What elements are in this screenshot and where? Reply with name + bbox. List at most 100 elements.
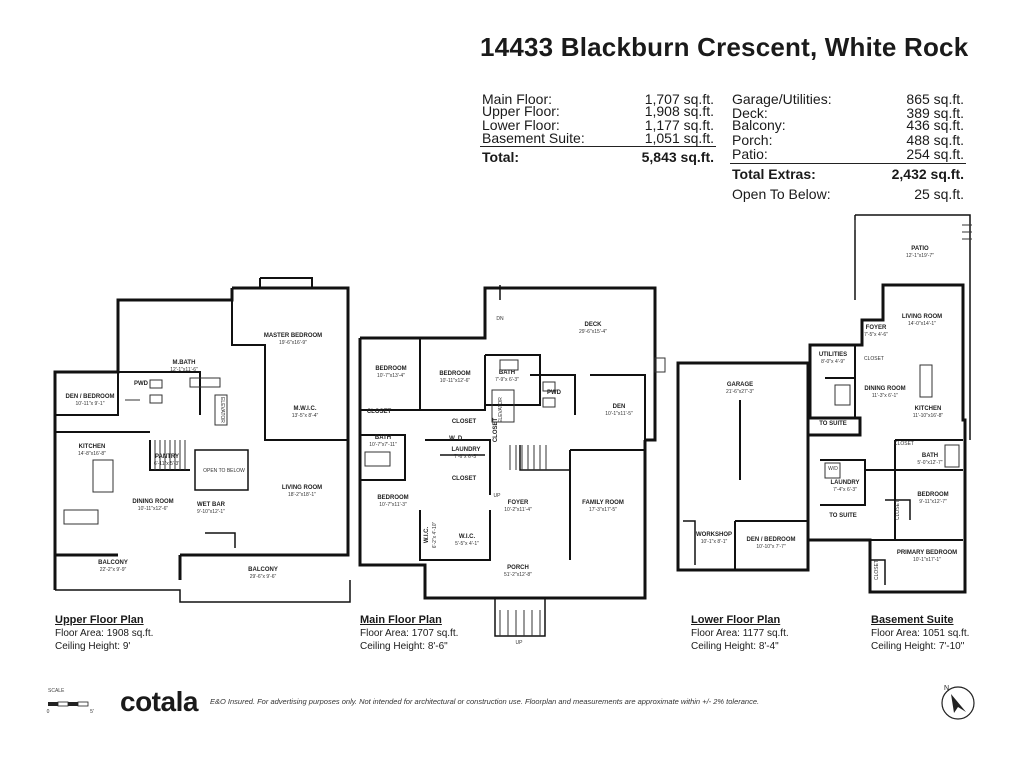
disclaimer-text: E&O Insured. For advertising purposes on… — [210, 697, 760, 706]
plan-area: Floor Area: 1707 sq.ft. — [360, 628, 459, 639]
area-label: Basement Suite: — [482, 130, 585, 146]
area-label: Balcony: — [732, 117, 786, 133]
area-value: 1,707 sq.ft. — [644, 91, 714, 107]
room-name: UP — [494, 493, 502, 499]
room-dim: 11'-3"x 6'-1" — [872, 393, 898, 399]
room-dim: 5'-0"x12'-7" — [917, 460, 942, 466]
upper-room-labels: MASTER BEDROOM 19'-6"x16'-9" M.BATH 12'-… — [65, 333, 322, 580]
plan-caption-main: Main Floor Plan Floor Area: 1707 sq.ft. … — [360, 614, 458, 653]
room-name: BATH — [499, 370, 515, 376]
room-name: DINING ROOM — [864, 386, 905, 392]
plan-title: Main Floor Plan — [360, 614, 442, 626]
room-name: BEDROOM — [375, 366, 406, 372]
room-name: D — [458, 436, 463, 442]
room-name: DINING ROOM — [132, 499, 173, 505]
total-label: Total: — [482, 149, 520, 165]
plan-ceiling: Ceiling Height: 8'-6" — [360, 641, 448, 652]
room-name: M.BATH — [173, 360, 196, 366]
room-dim: 12'-1"x11'-6" — [170, 367, 198, 373]
room-dim: 9'-11"x12'-7" — [919, 499, 947, 505]
open-below-label: Open To Below: — [732, 186, 831, 202]
lower-room-labels: GARAGE 21'-6"x27'-3" WORKSHOP 10'-1"x 8'… — [696, 382, 796, 550]
room-name: DEN / BEDROOM — [746, 537, 795, 543]
fixture-lines — [63, 220, 972, 636]
room-dim: 11'-10"x16'-8" — [913, 413, 944, 419]
room-dim: 6'-11"x 5'-3" — [154, 461, 180, 467]
room-dim: 10'-1"x11'-5" — [605, 411, 633, 417]
room-dim: 13'-5"x 8'-4" — [292, 413, 319, 419]
total-divider — [480, 146, 716, 147]
room-name: LIVING ROOM — [902, 314, 942, 320]
area-label: Garage/Utilities: — [732, 91, 832, 107]
plan-caption-upper: Upper Floor Plan Floor Area: 1908 sq.ft.… — [55, 614, 153, 653]
room-dim: 14'-0"x14'-1" — [908, 321, 936, 327]
room-dim: 21'-6"x27'-3" — [726, 389, 754, 395]
room-dim: 19'-6"x16'-9" — [279, 340, 307, 346]
room-dim: 17'-3"x17'-5" — [589, 507, 617, 513]
room-name: LAUNDRY — [451, 447, 480, 453]
room-name: FOYER — [866, 325, 887, 331]
total-divider — [730, 163, 966, 164]
room-name: BEDROOM — [439, 371, 470, 377]
area-value: 254 sq.ft. — [906, 146, 964, 162]
scale-tick: 0 — [47, 709, 50, 715]
page-title: 14433 Blackburn Crescent, White Rock — [480, 32, 969, 62]
room-dim: 7'-5"x 4'-6" — [864, 332, 888, 338]
total-label: Total Extras: — [732, 166, 816, 182]
room-name: BATH — [375, 435, 391, 441]
room-name: M.W.I.C. — [294, 406, 317, 412]
plan-caption-basement: Basement Suite Floor Area: 1051 sq.ft. C… — [871, 614, 969, 653]
area-value: 1,177 sq.ft. — [644, 117, 714, 133]
room-dim: 10'-7"x13'-4" — [377, 373, 405, 379]
room-dim: 10'-2"x11'-4" — [504, 507, 532, 513]
room-name: CLOSET — [367, 409, 392, 415]
room-name: W.I.C. — [424, 527, 430, 544]
room-name: ELEVATOR — [219, 397, 225, 423]
plan-area: Floor Area: 1908 sq.ft. — [55, 628, 154, 639]
room-name: UTILITIES — [819, 352, 847, 358]
room-dim: 9'-10"x12'-1" — [197, 509, 225, 515]
room-name: CLOSET — [452, 476, 477, 482]
room-dim: 7'-6"x 6'-5" — [454, 454, 478, 460]
room-dim: 18'-2"x18'-1" — [288, 492, 316, 498]
plan-title: Basement Suite — [871, 614, 954, 626]
room-name: ELEVATOR — [498, 397, 504, 423]
room-dim: 10'-7"x7'-11" — [369, 442, 397, 448]
north-label: N — [944, 685, 949, 692]
room-name: BALCONY — [98, 560, 128, 566]
plan-area: Floor Area: 1177 sq.ft. — [691, 628, 789, 639]
open-below-value: 25 sq.ft. — [914, 186, 964, 202]
scale-bar-icon: 0 5' — [47, 701, 94, 715]
area-table-extras: Garage/Utilities: 865 sq.ft. Deck: 389 s… — [730, 90, 966, 205]
area-label: Porch: — [732, 132, 773, 148]
room-name: FAMILY ROOM — [582, 500, 624, 506]
room-name: PORCH — [507, 565, 529, 571]
room-name: LAUNDRY — [830, 480, 859, 486]
total-value: 5,843 sq.ft. — [641, 149, 714, 165]
room-name: GARAGE — [727, 382, 753, 388]
scale-label: SCALE — [48, 688, 65, 694]
plan-title: Upper Floor Plan — [55, 614, 144, 626]
area-value: 389 sq.ft. — [906, 105, 964, 121]
area-value: 488 sq.ft. — [906, 132, 964, 148]
room-name: PWD — [547, 390, 562, 396]
room-name: CLOSET — [894, 441, 914, 447]
room-dim: 12'-1"x19'-7" — [906, 253, 934, 259]
room-name: CLOSET — [452, 419, 477, 425]
room-name: DEN / BEDROOM — [65, 394, 114, 400]
basement-room-labels: PATIO 12'-1"x19'-7" FOYER 7'-5"x 4'-6" L… — [819, 246, 957, 580]
room-dim: 10'-1"x17'-1" — [913, 557, 941, 563]
plan-title: Lower Floor Plan — [691, 614, 781, 626]
plan-area: Floor Area: 1051 sq.ft. — [871, 628, 970, 639]
room-name: CLOSET — [874, 560, 880, 580]
room-dim: 29'-6"x 9'-6" — [250, 574, 277, 580]
plan-ceiling: Ceiling Height: 8'-4" — [691, 641, 779, 652]
area-value: 865 sq.ft. — [906, 91, 964, 107]
room-dim: 22'-2"x 9'-9" — [100, 567, 127, 573]
area-label: Upper Floor: — [482, 103, 560, 119]
room-name: CLOSET — [493, 418, 499, 443]
area-value: 1,908 sq.ft. — [644, 103, 714, 119]
room-dim: 51'-2"x12'-8" — [504, 572, 532, 578]
room-dim: 8'-0"x 4'-9" — [821, 359, 845, 365]
